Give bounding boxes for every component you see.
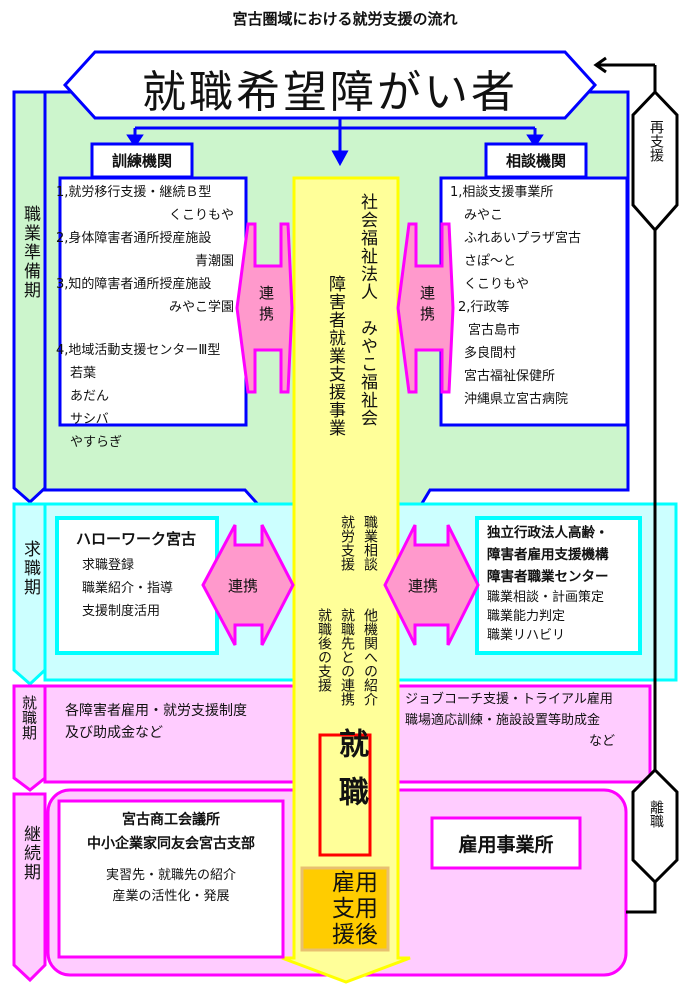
list-item: 若葉 <box>70 366 97 381</box>
leave-label: 離職 <box>648 800 664 828</box>
text-line: 職場適応訓練・施設設置等助成金 <box>405 713 601 728</box>
employment-left-text: 各障害者雇用・就労支援制度 及び助成金など <box>65 700 247 744</box>
list-item: 職業相談・計画策定 <box>487 590 605 605</box>
list-item: みやこ学園 <box>168 300 234 315</box>
service-item: 他機関への紹介 <box>362 608 378 706</box>
employment-label: 就職 <box>333 728 368 824</box>
post-support-line: 援後 <box>332 922 378 948</box>
service-item: 就職先との連携 <box>339 608 355 706</box>
text-line: 及び助成金など <box>65 725 163 741</box>
prep-phase-arrow <box>12 90 47 505</box>
chamber-box <box>57 799 285 959</box>
list-item: くこりもや <box>464 277 530 292</box>
prep-phase-label: 職業準備期 <box>20 205 40 300</box>
list-item: 2,行政等 <box>458 300 510 315</box>
link-label: 連携 <box>408 577 439 595</box>
list-item: 産業の活性化・発展 <box>112 889 230 904</box>
top-connectors <box>126 118 544 167</box>
employment-phase-arrow <box>12 684 47 792</box>
link-label: 連携 <box>257 285 275 327</box>
list-item: 多良間村 <box>464 346 517 361</box>
text-line: 各障害者雇用・就労支援制度 <box>65 703 247 719</box>
jeed-list: 職業相談・計画策定 職業能力判定 職業リハビリ <box>487 588 604 645</box>
employer-box <box>430 816 582 870</box>
list-item: 1,就労移行支援・継続Ｂ型 <box>56 185 212 200</box>
list-item: さぽ～と <box>464 254 517 269</box>
resupport-label: 再支援 <box>648 120 664 162</box>
jeed-title-line: 障害者雇用支援機構 <box>487 547 609 563</box>
employment-box <box>318 733 372 857</box>
post-support-line: 雇用 <box>332 870 378 896</box>
continuation-phase-arrow <box>12 792 47 983</box>
chamber-title: 宮古商工会議所 中小企業家同友会宮古支部 <box>59 808 283 856</box>
continuation-phase-label: 継続期 <box>20 825 40 882</box>
training-list: 1,就労移行支援・継続Ｂ型 くこりもや 2,身体障害者通所授産施設 青潮園 3,… <box>56 181 234 454</box>
list-item: あだん <box>70 389 110 404</box>
list-item: 1,相談支援事業所 <box>450 185 554 200</box>
consultation-header-box <box>484 142 588 179</box>
link-arrow-left-mid <box>201 524 295 646</box>
list-item: 宮古福祉保健所 <box>464 369 556 384</box>
return-path <box>593 56 679 914</box>
list-item: 職業能力判定 <box>487 609 566 624</box>
jeed-title-line: 独立行政法人高齢・ <box>487 525 609 541</box>
top-node-label: 就職希望障がい者 <box>142 67 518 118</box>
jeed-title-line: 障害者職業センター <box>487 569 609 585</box>
consultation-header: 相談機関 <box>505 152 566 170</box>
list-item: 職業リハビリ <box>487 628 566 643</box>
center-program-label: 障害者就業支援事業 <box>325 275 345 437</box>
list-item: 2,身体障害者通所授産施設 <box>56 231 212 246</box>
training-header-box <box>90 142 194 179</box>
post-support-box <box>300 866 390 952</box>
list-item: 沖縄県立宮古病院 <box>464 392 569 407</box>
list-item: 青潮園 <box>194 254 234 269</box>
jobseek-phase-label: 求職期 <box>20 540 40 597</box>
link-label: 連携 <box>418 285 436 327</box>
service-item: 就労支援 <box>339 515 355 571</box>
jobseek-phase-arrow <box>12 502 47 687</box>
employer-label: 雇用事業所 <box>458 834 554 856</box>
list-item: 求職登録 <box>82 558 135 573</box>
link-label: 連携 <box>228 577 259 595</box>
training-header: 訓練機関 <box>111 152 172 170</box>
link-arrow-right-top <box>396 222 455 394</box>
post-support-line: 支用 <box>332 896 378 922</box>
employment-phase-label: 就職期 <box>20 695 38 740</box>
list-item: 実習先・就職先の紹介 <box>105 868 236 883</box>
list-item: 職業紹介・指導 <box>82 581 174 596</box>
center-org-label: 社会福祉法人 みやこ福祉会 <box>357 193 377 427</box>
chamber-title-line: 宮古商工会議所 <box>122 812 220 828</box>
top-node-hexagon <box>62 50 598 120</box>
text-line: など <box>588 734 615 749</box>
service-item: 職業相談 <box>362 515 378 571</box>
hellowork-list: 求職登録 職業紹介・指導 支援制度活用 <box>82 554 173 623</box>
list-item: 宮古島市 <box>468 323 521 338</box>
consultation-list: 1,相談支援事業所 みやこ ふれあいプラザ宮古 さぽ～と くこりもや 2,行政等… <box>450 181 620 411</box>
list-item: 3,知的障害者通所授産施設 <box>56 277 212 292</box>
jeed-title: 独立行政法人高齢・ 障害者雇用支援機構 障害者職業センター <box>487 522 609 588</box>
list-item: 4,地域活動支援センターⅢ型 <box>56 343 221 358</box>
service-item: 就職後の支援 <box>316 608 332 692</box>
list-item: ふれあいプラザ宮古 <box>464 231 582 246</box>
jeed-box <box>475 516 642 655</box>
training-box <box>58 176 248 427</box>
chamber-list: 実習先・就職先の紹介 産業の活性化・発展 <box>59 865 283 907</box>
diagram-title: 宮古圏域における就労支援の流れ <box>232 10 458 28</box>
post-support-label: 雇用 支用 援後 <box>316 870 378 948</box>
hellowork-title: ハローワーク宮古 <box>76 530 197 548</box>
chamber-title-line: 中小企業家同友会宮古支部 <box>87 836 255 852</box>
text-line: ジョブコーチ支援・トライアル雇用 <box>405 692 613 707</box>
list-item: みやこ <box>464 208 504 223</box>
list-item: 支援制度活用 <box>82 604 161 619</box>
list-item: やすらぎ <box>70 435 123 450</box>
list-item: くこりもや <box>168 208 234 223</box>
list-item: サシバ <box>70 412 109 427</box>
link-arrow-right-mid <box>383 524 480 646</box>
link-arrow-left-top <box>235 222 294 394</box>
employment-right-text: ジョブコーチ支援・トライアル雇用 職場適応訓練・施設設置等助成金 など <box>405 689 615 752</box>
